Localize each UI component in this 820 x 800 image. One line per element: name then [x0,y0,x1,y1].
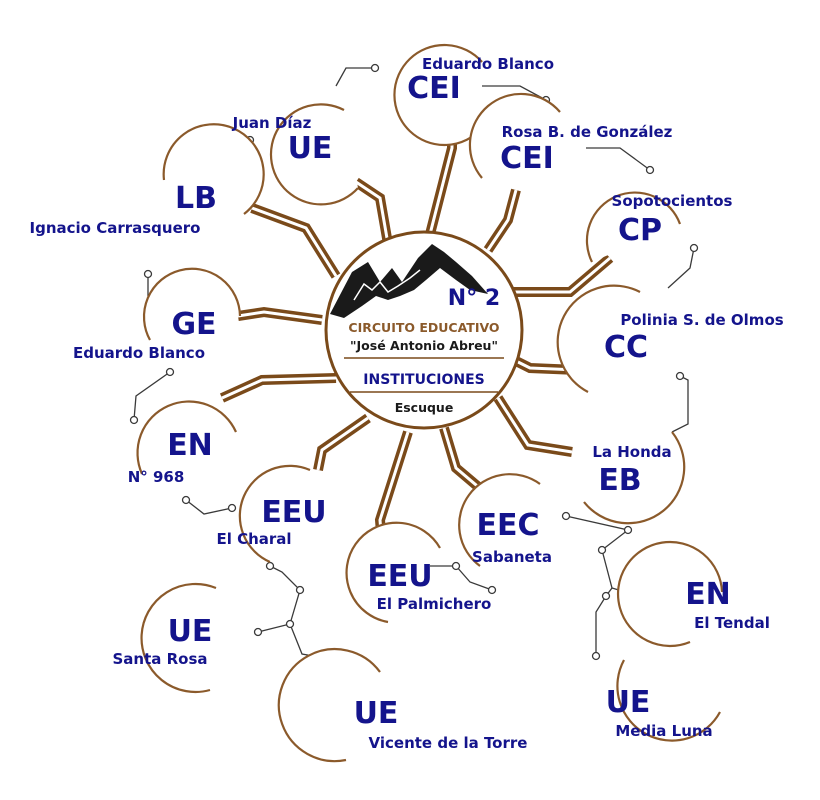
node-label: Sopotocientos [612,192,733,210]
ring-eb-la-honda [583,431,686,525]
ring-ue-santa-rosa [140,582,217,694]
ring-ue-juan-diaz [269,103,359,206]
ring-eeu-el-charal [238,464,311,564]
node-label: Sabaneta [472,548,552,566]
ring-eec-sabaneta [458,473,541,567]
ring-cei-rosa [468,92,561,179]
ring-ge-eduardo-blanco [142,267,242,341]
node-code: EN [685,577,731,612]
ring-cp-sopotocientos [585,191,682,263]
node-label: La Honda [592,443,671,461]
node-label: El Charal [216,530,291,548]
ring-cc-polinia [556,284,641,393]
node-code: CP [618,213,662,248]
node-label: Rosa B. de González [502,123,673,141]
node-label: Media Luna [615,722,712,740]
node-label: Juan Díaz [232,114,312,132]
center-hub: N° 2 CIRCUITO EDUCATIVO "José Antonio Ab… [324,230,524,430]
node-label: Vicente de la Torre [369,734,528,752]
node-code: UE [606,685,651,720]
node-label: N° 968 [128,468,185,486]
center-title: CIRCUITO EDUCATIVO [348,320,499,335]
node-code: EB [598,463,641,498]
node-code: EN [167,428,213,463]
center-place: Escuque [395,400,454,415]
node-code: CEI [500,141,554,176]
node-code: EEC [476,508,539,543]
node-code: LB [175,181,217,216]
mountain-logo [330,244,488,318]
node-rings [136,43,724,763]
ring-ue-vicente [277,648,381,763]
node-code: UE [168,614,213,649]
node-label: Eduardo Blanco [73,344,205,362]
ring-lb-ignacio [162,123,265,215]
node-label: Ignacio Carrasquero [30,219,201,237]
node-code: EEU [367,559,432,594]
node-label: Eduardo Blanco [422,55,554,73]
node-label: El Palmichero [377,595,492,613]
node-code: CEI [407,71,461,106]
ring-ue-media-luna [616,659,721,742]
node-code: UE [354,696,399,731]
section-heading: INSTITUCIONES [363,372,484,388]
ring-en-968 [136,400,238,475]
node-label: Santa Rosa [112,650,207,668]
node-code: CC [604,330,648,365]
node-label: El Tendal [694,614,770,632]
circuit-number: N° 2 [448,286,500,311]
node-code: EEU [261,495,326,530]
center-subtitle: "José Antonio Abreu" [350,338,498,353]
node-code: GE [171,307,216,342]
node-labels: Eduardo Blanco CEI Rosa B. de González C… [30,55,784,752]
node-code: UE [288,131,333,166]
node-label: Polinia S. de Olmos [620,311,783,329]
ring-cei-eduardo-blanco [393,43,483,147]
ring-eeu-el-palmichero [345,521,441,624]
ring-en-el-tendal [616,540,724,648]
